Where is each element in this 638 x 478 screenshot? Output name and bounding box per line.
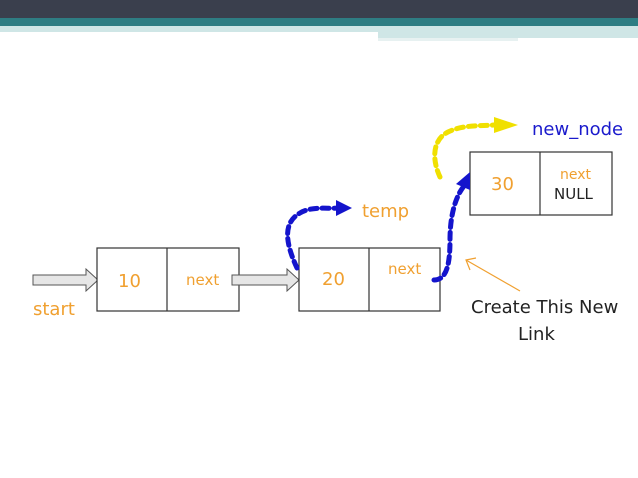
header-teal-bar <box>0 18 638 26</box>
node-10-box <box>96 247 240 312</box>
node-10-next-field: next <box>186 271 219 289</box>
note-pointer-arrow <box>465 257 521 292</box>
start-label: start <box>33 299 75 320</box>
new-node-label: new_node <box>532 119 623 140</box>
start-pointer-arrow <box>32 267 99 293</box>
note-line-1: Create This New <box>471 297 618 318</box>
node-10-value: 10 <box>118 271 141 292</box>
slide-header <box>0 0 638 41</box>
node-30-next-field: next <box>560 167 592 183</box>
header-light-strip <box>0 26 378 32</box>
note-line-2: Link <box>518 324 555 345</box>
temp-label: temp <box>362 201 409 222</box>
node-20: 20 next <box>298 247 441 312</box>
header-right-tab-edge <box>378 38 518 41</box>
new-link-arrow <box>431 172 470 283</box>
node-30-value: 30 <box>491 174 514 195</box>
node-20-next-field: next <box>388 260 421 278</box>
new-node-pointer-arrow <box>432 117 518 180</box>
link-arrow-10-to-20 <box>231 267 300 293</box>
header-dark-bar <box>0 0 638 18</box>
node-30-null-value: NULL <box>554 185 594 203</box>
node-30: 30 next NULL <box>469 151 613 216</box>
temp-pointer-arrow <box>285 200 352 271</box>
header-right-tab <box>378 26 638 38</box>
node-10: 10 next <box>96 247 240 312</box>
node-20-value: 20 <box>322 269 345 290</box>
